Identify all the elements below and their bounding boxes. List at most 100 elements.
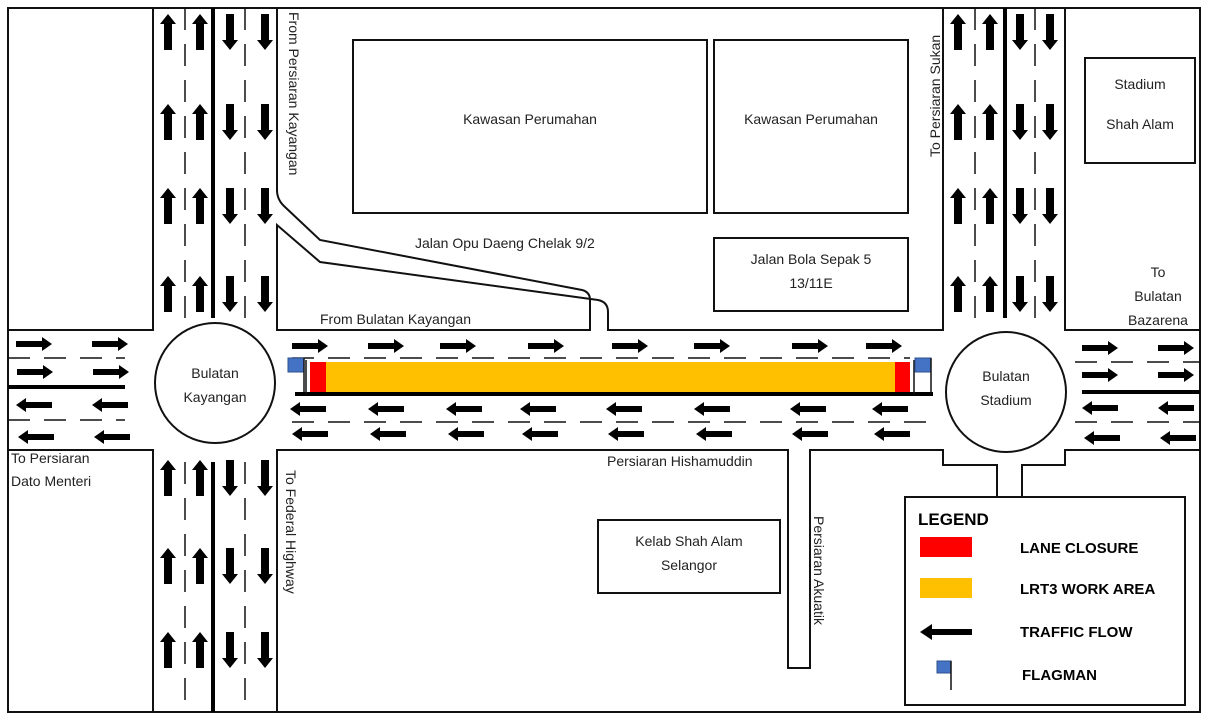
arrow-up-icon bbox=[160, 460, 176, 496]
arrow-right-icon bbox=[1158, 341, 1194, 355]
arrow-left-icon bbox=[920, 624, 972, 640]
building-kawasan-perumahan-2: Kawasan Perumahan bbox=[713, 39, 909, 214]
arrow-left-icon bbox=[874, 427, 910, 441]
arrow-left-icon bbox=[1084, 431, 1120, 445]
arrow-right-icon bbox=[1082, 341, 1118, 355]
arrow-left-icon bbox=[16, 398, 52, 412]
arrow-down-icon bbox=[222, 104, 238, 140]
arrow-left-icon bbox=[1158, 401, 1194, 415]
label-to-persiaran-2: Dato Menteri bbox=[11, 473, 91, 489]
arrow-left-icon bbox=[446, 402, 482, 416]
arrow-up-icon bbox=[160, 632, 176, 668]
arrow-left-icon bbox=[94, 430, 130, 444]
arrow-left-icon bbox=[368, 402, 404, 416]
arrow-right-icon bbox=[16, 337, 52, 351]
arrow-up-icon bbox=[982, 104, 998, 140]
arrow-left-icon bbox=[92, 398, 128, 412]
building-kawasan-perumahan-1: Kawasan Perumahan bbox=[352, 39, 708, 214]
arrow-left-icon bbox=[1082, 401, 1118, 415]
bstadium-label-2: Stadium bbox=[980, 392, 1031, 408]
label-from-persiaran-kayangan: From Persiaran Kayangan bbox=[286, 12, 302, 175]
arrow-down-icon bbox=[1042, 188, 1058, 224]
arrow-down-icon bbox=[1042, 14, 1058, 50]
lrt3-work-area bbox=[305, 360, 915, 394]
arrow-right-icon bbox=[17, 365, 53, 379]
arrow-up-icon bbox=[982, 276, 998, 312]
arrow-down-icon bbox=[1012, 188, 1028, 224]
arrow-up-icon bbox=[192, 104, 208, 140]
stadium-label-2: Shah Alam bbox=[1106, 116, 1174, 132]
arrow-right-icon bbox=[93, 365, 129, 379]
arrow-up-icon bbox=[982, 188, 998, 224]
arrow-right-icon bbox=[792, 339, 828, 353]
building-stadium-shah-alam: Stadium Shah Alam bbox=[1084, 57, 1196, 164]
label-to-bulatan-2: Bulatan bbox=[1134, 288, 1181, 304]
bstadium-label-1: Bulatan bbox=[982, 368, 1029, 384]
arrow-right-icon bbox=[92, 337, 128, 351]
legend-label: FLAGMAN bbox=[1022, 667, 1097, 684]
kawasan-label: Kawasan Perumahan bbox=[463, 111, 597, 127]
road-edges bbox=[8, 8, 1200, 712]
label-persiaran-hishamuddin: Persiaran Hishamuddin bbox=[607, 453, 753, 469]
arrow-down-icon bbox=[1012, 276, 1028, 312]
roundabout-bulatan-kayangan: Bulatan Kayangan bbox=[154, 322, 276, 444]
arrow-up-icon bbox=[950, 276, 966, 312]
kelab-label-1: Kelab Shah Alam bbox=[635, 533, 742, 549]
arrow-right-icon bbox=[440, 339, 476, 353]
legend-orange-box bbox=[920, 578, 972, 598]
roundabout-bulatan-stadium: Bulatan Stadium bbox=[945, 331, 1067, 453]
label-to-persiaran-sukan: To Persiaran Sukan bbox=[927, 35, 943, 157]
arrow-up-icon bbox=[982, 14, 998, 50]
road-dividers bbox=[8, 8, 1200, 712]
kelab-label-2: Selangor bbox=[661, 557, 717, 573]
arrow-right-icon bbox=[1158, 368, 1194, 382]
traffic-flow-arrows bbox=[16, 14, 1196, 668]
arrow-left-icon bbox=[694, 402, 730, 416]
arrow-up-icon bbox=[950, 104, 966, 140]
bola-label-2: 13/11E bbox=[789, 275, 832, 291]
arrow-up-icon bbox=[160, 548, 176, 584]
label-to-bulatan-3: Bazarena bbox=[1128, 312, 1188, 328]
building-kelab-shah-alam: Kelab Shah Alam Selangor bbox=[597, 519, 781, 594]
arrow-left-icon bbox=[522, 427, 558, 441]
arrow-up-icon bbox=[160, 188, 176, 224]
arrow-down-icon bbox=[257, 460, 273, 496]
arrow-left-icon bbox=[290, 402, 326, 416]
arrow-right-icon bbox=[528, 339, 564, 353]
arrow-left-icon bbox=[606, 402, 642, 416]
arrow-up-icon bbox=[950, 188, 966, 224]
arrow-left-icon bbox=[370, 427, 406, 441]
flagman-east-icon bbox=[914, 357, 932, 392]
label-to-persiaran-1: To Persiaran bbox=[11, 450, 90, 466]
arrow-left-icon bbox=[872, 402, 908, 416]
arrow-down-icon bbox=[257, 632, 273, 668]
arrow-up-icon bbox=[160, 104, 176, 140]
arrow-up-icon bbox=[192, 14, 208, 50]
kawasan-label: Kawasan Perumahan bbox=[744, 111, 878, 127]
arrow-left-icon bbox=[792, 427, 828, 441]
arrow-up-icon bbox=[192, 188, 208, 224]
lane-closure-east bbox=[895, 362, 910, 392]
legend-title: LEGEND bbox=[918, 510, 989, 529]
kayangan-label-1: Bulatan bbox=[191, 365, 238, 381]
flagman-west-icon bbox=[287, 357, 305, 392]
arrow-right-icon bbox=[368, 339, 404, 353]
label-to-federal-highway: To Federal Highway bbox=[283, 470, 299, 594]
arrow-right-icon bbox=[1082, 368, 1118, 382]
arrow-left-icon bbox=[790, 402, 826, 416]
label-persiaran-akuatik: Persiaran Akuatik bbox=[811, 516, 827, 626]
legend-label: TRAFFIC FLOW bbox=[1020, 624, 1133, 641]
arrow-left-icon bbox=[448, 427, 484, 441]
arrow-down-icon bbox=[1042, 276, 1058, 312]
arrow-right-icon bbox=[612, 339, 648, 353]
arrow-right-icon bbox=[866, 339, 902, 353]
arrow-right-icon bbox=[694, 339, 730, 353]
legend-label: LANE CLOSURE bbox=[1020, 540, 1138, 557]
arrow-left-icon bbox=[520, 402, 556, 416]
arrow-down-icon bbox=[257, 14, 273, 50]
arrow-down-icon bbox=[257, 276, 273, 312]
arrow-left-icon bbox=[1160, 431, 1196, 445]
label-to-bulatan-1: To bbox=[1151, 264, 1166, 280]
arrow-down-icon bbox=[222, 548, 238, 584]
